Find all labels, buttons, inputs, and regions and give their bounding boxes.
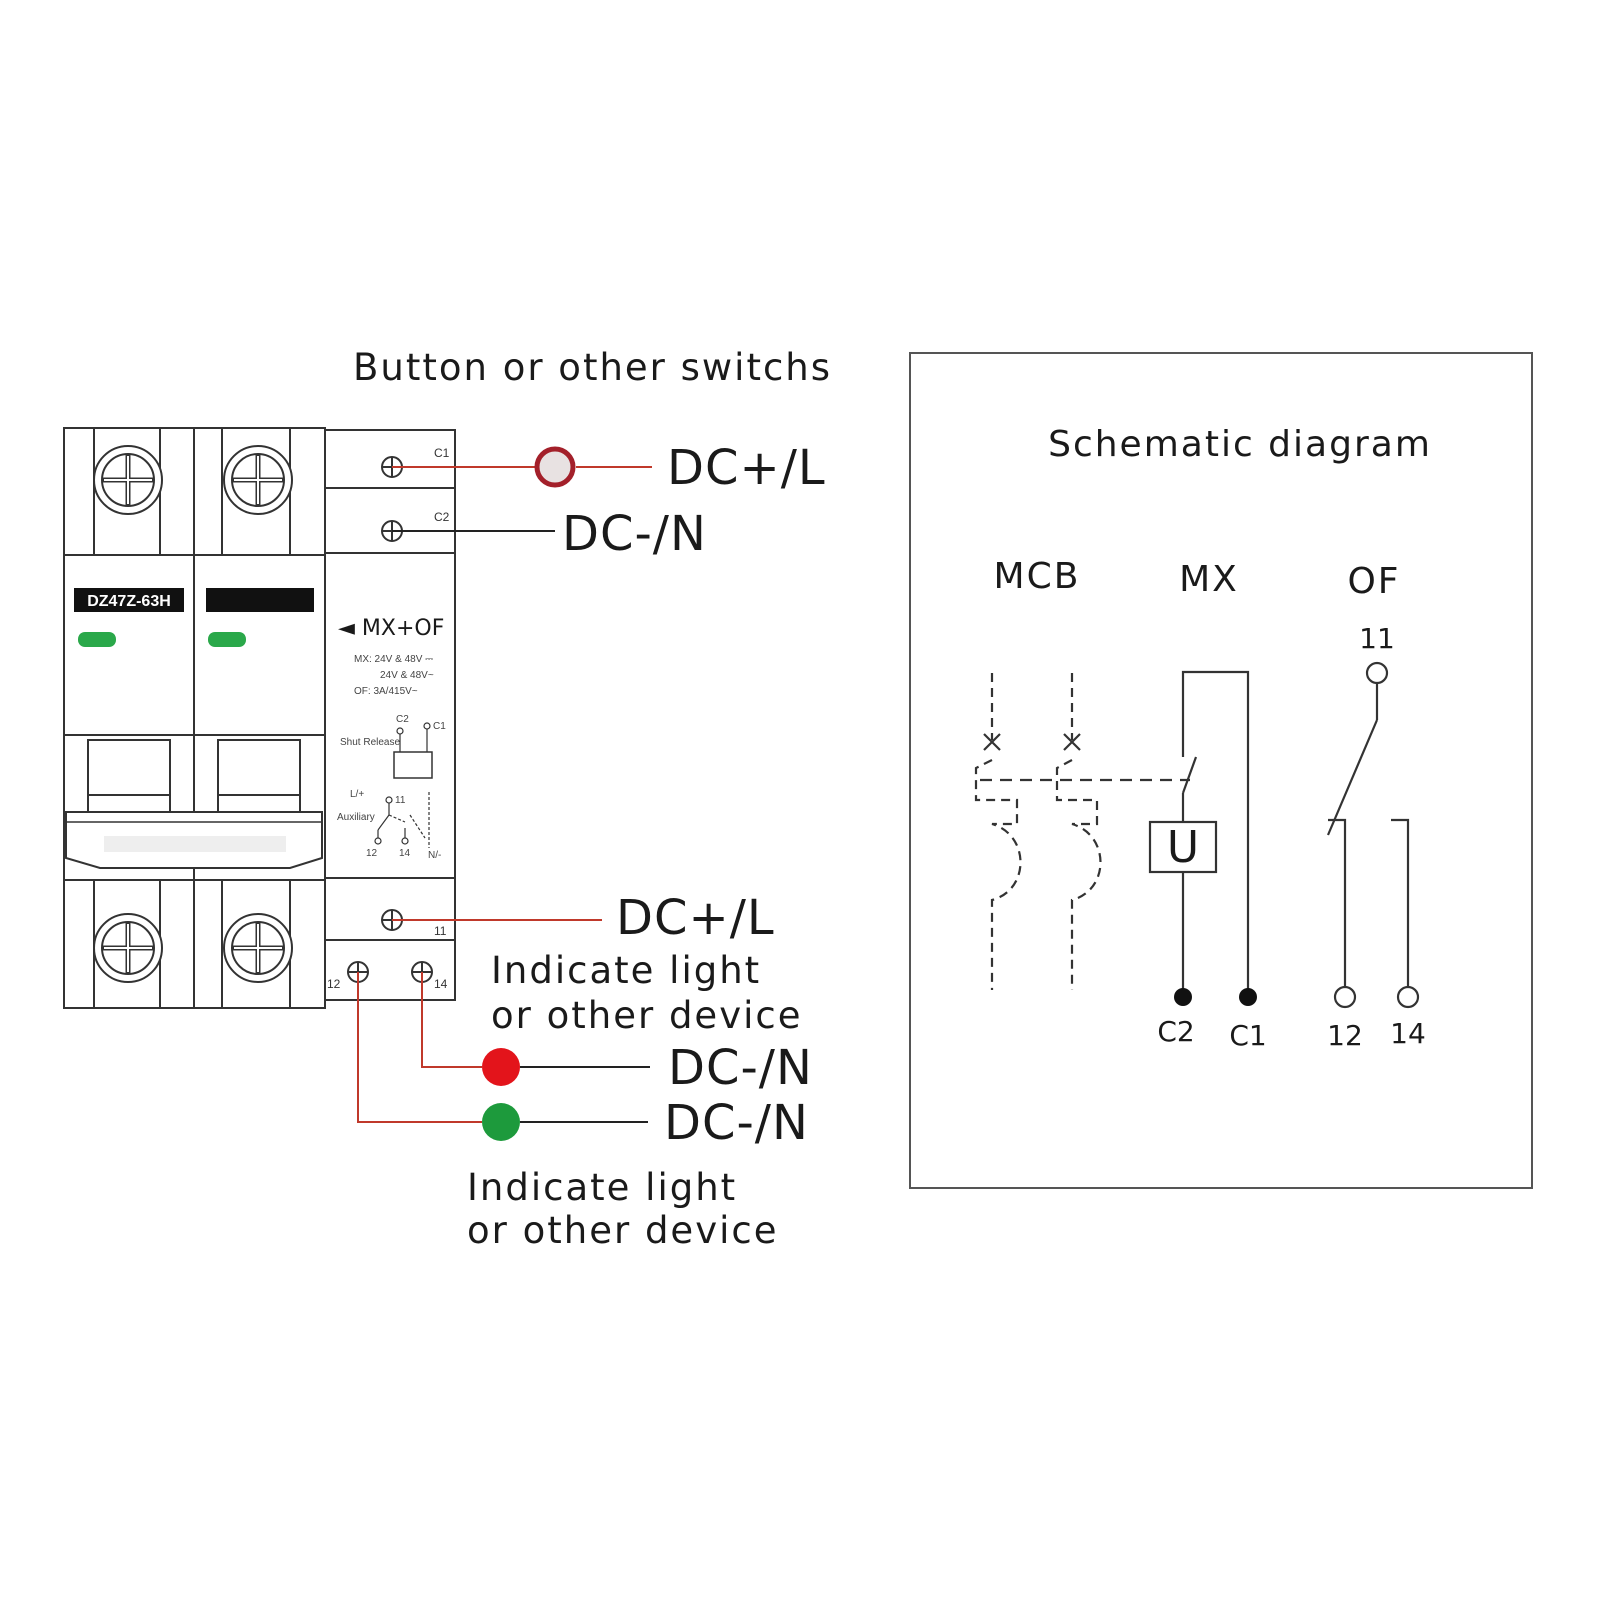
- schematic-label-11: 11: [1359, 622, 1395, 655]
- red-indicator-lamp-icon: [482, 1048, 520, 1086]
- model-label-plate: [74, 588, 184, 612]
- module-shunt-schematic: C2 C1 Shut Release: [340, 714, 446, 779]
- schematic-panel: Schematic diagram MCB MX OF U: [909, 352, 1533, 1189]
- label-dc-minus-green: DC-/N: [664, 1095, 809, 1151]
- wiring: [357, 446, 652, 1141]
- green-indicator-lamp-icon: [482, 1103, 520, 1141]
- terminal-label-c1: C1: [434, 446, 450, 460]
- mx-label: MX: [1179, 559, 1239, 600]
- breaker-pole-2: [193, 427, 326, 1009]
- wire-terminal-12: [357, 972, 482, 1123]
- button-caption: Button or other switchs: [353, 346, 832, 389]
- module-title: ◄ MX+OF: [338, 616, 444, 641]
- breaker-pole-1: [63, 427, 195, 1009]
- terminal-circle-14: [1396, 985, 1420, 1009]
- auxiliary-label: Auxiliary: [337, 812, 375, 823]
- of-auxiliary-contact: [1326, 683, 1410, 988]
- terminal-label-12: 12: [327, 977, 341, 991]
- toggle-handle-2: [217, 739, 301, 813]
- status-indicator-green-1: [78, 632, 116, 647]
- indicate-caption-1-line-1: Indicate light: [491, 949, 761, 992]
- terminal-circle-11: [1365, 661, 1389, 685]
- push-button-icon: [534, 446, 576, 488]
- of-label: OF: [1347, 561, 1400, 602]
- label-dc-plus-top: DC+/L: [667, 440, 826, 496]
- terminal-label-c2: C2: [434, 510, 450, 524]
- spec-of-line: OF: 3A/415V~: [354, 686, 418, 697]
- mcb-pole-2: [1055, 673, 1102, 990]
- shunt-release-label: Shut Release: [340, 737, 400, 748]
- mini-label-n: N/-: [428, 850, 441, 861]
- schematic-title: Schematic diagram: [1048, 424, 1432, 465]
- screw-bottom-left: [93, 913, 163, 983]
- mini-label-c2: C2: [396, 714, 409, 725]
- label-dc-plus-mid: DC+/L: [616, 890, 775, 946]
- blank-label-plate: [206, 588, 314, 612]
- label-dc-minus-red: DC-/N: [668, 1040, 813, 1096]
- schematic-label-14: 14: [1390, 1017, 1426, 1050]
- breaker-model-text: DZ47Z-63H: [87, 593, 171, 610]
- mcb-trip-cross-2: [1063, 733, 1081, 751]
- module-auxiliary-schematic: L/+ 11 Auxiliary 12 14 N/-: [337, 789, 441, 861]
- label-dc-minus-top: DC-/N: [562, 506, 707, 562]
- screw-top-right: [223, 445, 293, 515]
- terminal-dot-c2: [1174, 988, 1192, 1006]
- spec-mx-line-1: MX: 24V & 48V ⎓: [354, 654, 433, 665]
- schematic-label-12: 12: [1327, 1019, 1363, 1052]
- mini-label-12: 12: [366, 848, 378, 859]
- indicate-caption-2-line-1: Indicate light: [467, 1166, 737, 1209]
- terminal-dot-c1: [1239, 988, 1257, 1006]
- mcb-pole-1: [974, 673, 1022, 990]
- toggle-bar-window: [104, 836, 286, 852]
- breaker-illustration: DZ47Z-63H: [63, 427, 456, 1009]
- schematic-label-c1: C1: [1229, 1019, 1266, 1052]
- status-indicator-green-2: [208, 632, 246, 647]
- mini-label-l: L/+: [350, 789, 364, 800]
- coil-letter: U: [1167, 822, 1199, 873]
- terminal-circle-12: [1333, 985, 1357, 1009]
- mcb-trip-cross-1: [983, 733, 1001, 751]
- terminal-label-11: 11: [434, 924, 447, 938]
- mini-label-14: 14: [399, 848, 411, 859]
- mcb-label: MCB: [994, 556, 1081, 597]
- indicate-caption-1-line-2: or other device: [491, 994, 802, 1037]
- toggle-handle-1: [87, 739, 171, 813]
- mini-label-c1: C1: [433, 721, 446, 732]
- schematic-label-c2: C2: [1157, 1015, 1194, 1048]
- wire-terminal-14: [421, 972, 482, 1068]
- mini-label-11: 11: [395, 795, 406, 806]
- indicate-caption-2-line-2: or other device: [467, 1209, 778, 1252]
- spec-mx-line-2: 24V & 48V~: [380, 670, 434, 681]
- terminal-label-14: 14: [434, 977, 448, 991]
- schematic-frame: [909, 352, 1533, 1189]
- screw-bottom-right: [223, 913, 293, 983]
- mx-shunt-release: [1148, 670, 1250, 997]
- screw-top-left: [93, 445, 163, 515]
